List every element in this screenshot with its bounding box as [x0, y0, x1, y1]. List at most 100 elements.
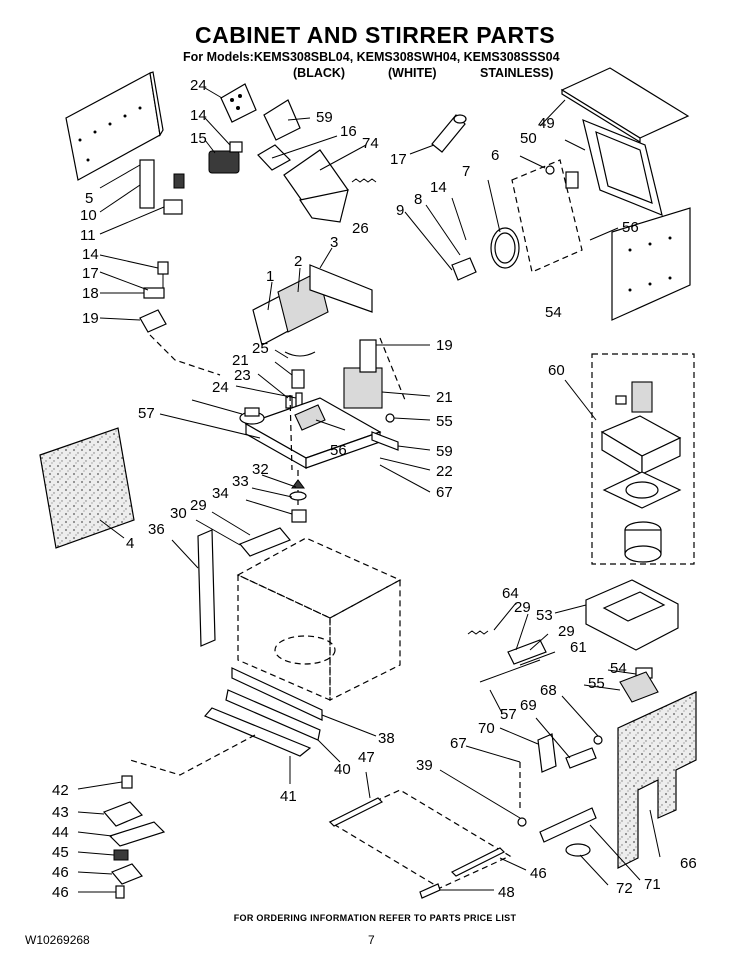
callout: 53 [536, 607, 553, 624]
callout: 3 [330, 234, 338, 251]
callout: 21 [232, 352, 249, 369]
callout: 17 [82, 265, 99, 282]
callout: 57 [500, 706, 517, 723]
callout: 26 [352, 220, 369, 237]
callout-labels: 24 14 15 59 16 74 26 17 5 10 11 49 50 6 … [52, 77, 697, 901]
callout: 2 [294, 253, 302, 270]
callout: 54 [545, 304, 562, 321]
color-black-label: (BLACK) [293, 66, 346, 80]
insulation-pad-left [39, 427, 135, 549]
left-back-panel [65, 71, 164, 181]
callout: 36 [148, 521, 165, 538]
callout: 25 [252, 340, 269, 357]
callout: 32 [252, 461, 269, 478]
callout: 67 [450, 735, 467, 752]
callout: 11 [80, 227, 96, 244]
callout: 23 [234, 367, 251, 384]
lamp-assembly-parts [102, 775, 166, 899]
control-boards [252, 264, 373, 346]
callout: 9 [396, 202, 404, 219]
front-frame [582, 119, 663, 216]
callout: 55 [436, 413, 453, 430]
callout: 64 [502, 585, 519, 602]
callout: 29 [514, 599, 531, 616]
callout: 4 [126, 535, 134, 552]
color-stainless-label: STAINLESS) [480, 66, 554, 80]
callout: 18 [82, 285, 99, 302]
latch-parts [467, 630, 547, 683]
callout: 55 [588, 675, 605, 692]
callout: 10 [80, 207, 97, 224]
callout: 47 [358, 749, 375, 766]
callout: 5 [85, 190, 93, 207]
callout: 22 [436, 463, 453, 480]
callout: 24 [190, 77, 207, 94]
callout: 39 [416, 757, 433, 774]
callout: 14 [82, 246, 99, 263]
callout: 40 [334, 761, 351, 778]
callout: 50 [520, 130, 537, 147]
callout: 46 [52, 884, 69, 901]
page-number: 7 [368, 933, 375, 947]
right-side-panel [611, 207, 691, 321]
callout: 56 [622, 219, 639, 236]
callout: 72 [616, 880, 633, 897]
control-plate-parts [208, 83, 301, 174]
callout: 46 [530, 865, 547, 882]
callout: 60 [548, 362, 565, 379]
motor-housing [585, 579, 679, 651]
callout: 34 [212, 485, 229, 502]
callout: 59 [316, 109, 333, 126]
oven-cavity [236, 537, 402, 701]
ordering-note: FOR ORDERING INFORMATION REFER TO PARTS … [233, 913, 517, 923]
callout: 16 [340, 123, 357, 140]
hinge-bracket [371, 431, 399, 451]
stirrer-motor-box [591, 353, 695, 565]
callout: 14 [430, 179, 447, 196]
transformer [343, 337, 406, 409]
callout: 21 [436, 389, 453, 406]
cylinder-part [431, 114, 467, 153]
callout: 67 [436, 484, 453, 501]
document-number: W10269268 [25, 933, 90, 947]
wire-bracket-parts [139, 159, 185, 215]
base-rails [129, 667, 323, 776]
callout: 30 [170, 505, 187, 522]
door-latch-parts [537, 733, 603, 773]
callout: 33 [232, 473, 249, 490]
choke-parts [239, 527, 291, 557]
bottom-plate [328, 789, 512, 899]
spring [351, 178, 377, 183]
callout: 56 [330, 442, 347, 459]
screw [385, 413, 395, 423]
callout: 1 [266, 268, 274, 285]
callout: 7 [462, 163, 470, 180]
stirrer-ring [451, 227, 520, 281]
page-title: CABINET AND STIRRER PARTS [194, 22, 556, 48]
callout: 49 [538, 115, 555, 132]
callout: 8 [414, 191, 422, 208]
insulation-pad-right [617, 691, 697, 869]
color-white-label: (WHITE) [388, 66, 437, 80]
callout: 19 [436, 337, 453, 354]
callout: 46 [52, 864, 69, 881]
callout: 38 [378, 730, 395, 747]
callout: 70 [478, 720, 495, 737]
model-numbers: For Models:KEMS308SBL04, KEMS308SWH04, K… [183, 50, 560, 64]
switch-parts [619, 667, 659, 703]
callout: 41 [280, 788, 297, 805]
callout: 68 [540, 682, 557, 699]
callout: 74 [362, 135, 379, 152]
callout: 54 [610, 660, 627, 677]
callout: 57 [138, 405, 155, 422]
door-arm-parts [517, 762, 597, 857]
cavity-top-plate [244, 394, 382, 471]
top-panel [560, 67, 690, 144]
small-connector-parts [284, 351, 316, 410]
callout: 61 [570, 639, 587, 656]
thermal-fuse [239, 407, 265, 425]
callout: 66 [680, 855, 697, 872]
callout: 44 [52, 824, 69, 841]
callout: 17 [390, 151, 407, 168]
